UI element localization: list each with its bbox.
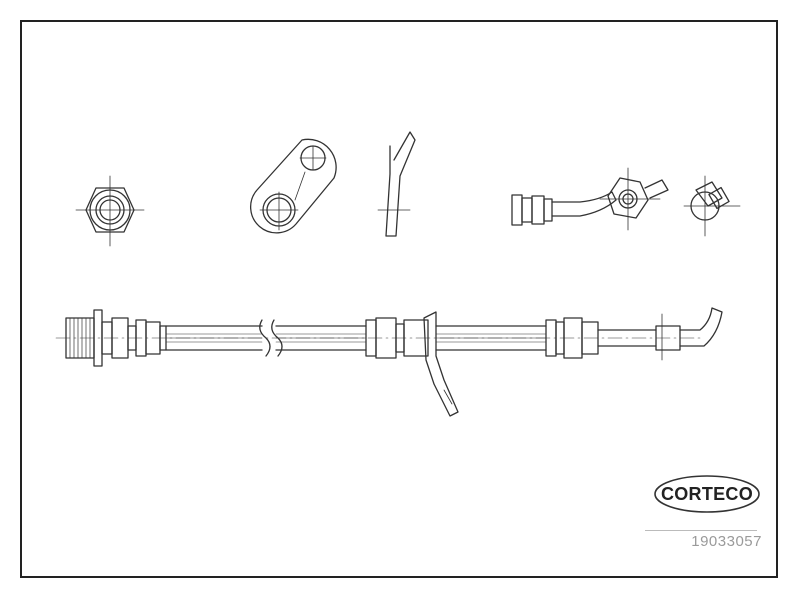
part-number: 19033057	[691, 533, 762, 550]
part-number-rule	[645, 530, 757, 531]
bracket-plate-view	[250, 138, 337, 234]
brand-logo: CORTECO	[655, 476, 759, 512]
brand-logo-text: CORTECO	[660, 484, 754, 504]
brake-hose-main-view	[55, 307, 723, 417]
bracket-side-view	[377, 131, 416, 237]
banjo-fitting-view	[511, 167, 669, 231]
small-fitting-view	[683, 175, 741, 237]
hex-nut-view	[75, 175, 145, 247]
brand-logo-border	[654, 475, 760, 513]
drawing-frame	[20, 20, 778, 578]
